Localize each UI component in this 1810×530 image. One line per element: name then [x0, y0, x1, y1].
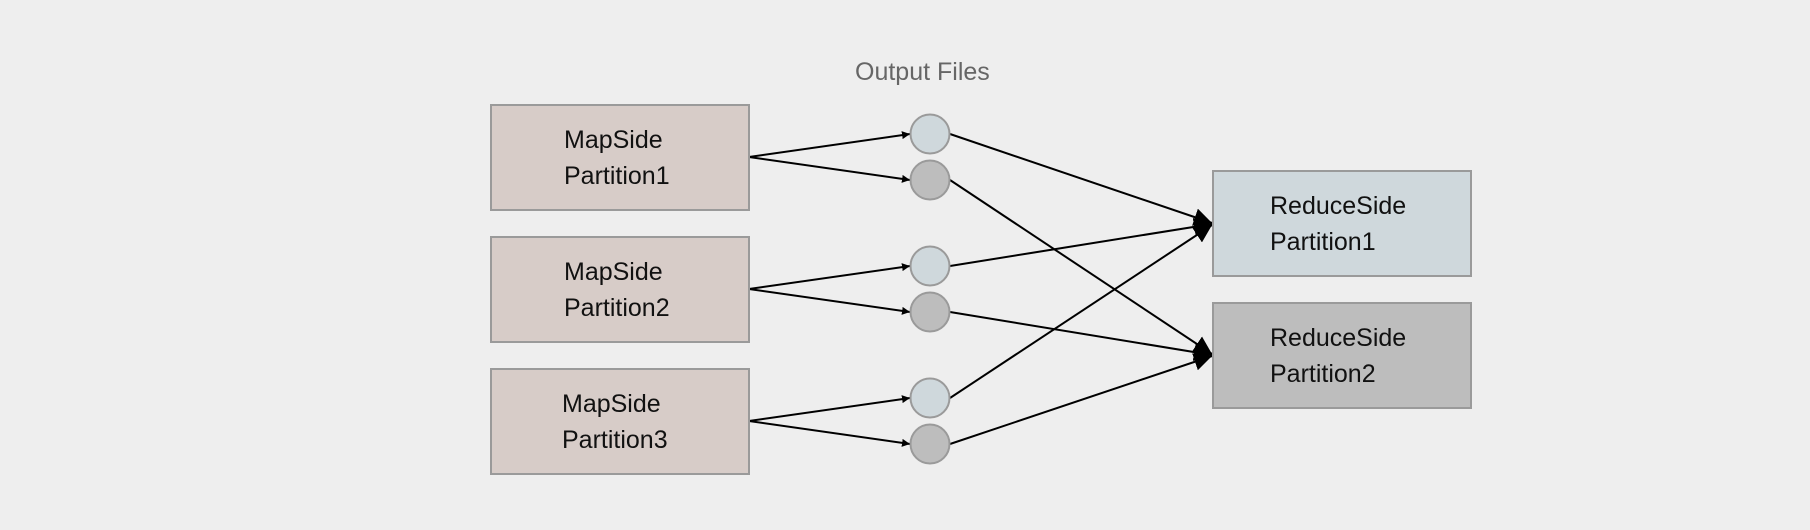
map-partition-3-line1: MapSide: [562, 390, 661, 418]
output-file-2: [909, 159, 951, 201]
edge-file3-reduce1: [949, 217, 1213, 267]
reduce-partition-1-line2: Partition1: [1270, 228, 1376, 256]
map-partition-1-line1: MapSide: [564, 126, 663, 154]
map-partition-1-line2: Partition1: [564, 162, 670, 190]
edge-file4-reduce2: [949, 311, 1213, 361]
output-file-4: [909, 291, 951, 333]
map-partition-3-line2: Partition3: [562, 426, 668, 454]
reduce-partition-2: [1212, 302, 1472, 409]
edge-file2-reduce2: [949, 179, 1213, 355]
map-partition-2-line2: Partition2: [564, 294, 670, 322]
map-partition-1: [490, 104, 750, 211]
output-file-3: [909, 245, 951, 287]
reduce-partition-2-line2: Partition2: [1270, 360, 1376, 388]
output-file-6: [909, 423, 951, 465]
map-partition-1-label: MapSide Partition1: [564, 122, 670, 194]
edge-file5-reduce1: [949, 224, 1213, 399]
output-file-1: [909, 113, 951, 155]
edge-map1-file1: [748, 131, 911, 158]
reduce-partition-1-label: ReduceSide Partition1: [1270, 188, 1406, 260]
edge-map2-file4: [748, 288, 911, 315]
output-files-title: Output Files: [855, 58, 990, 86]
output-file-5: [909, 377, 951, 419]
map-partition-2-label: MapSide Partition2: [564, 254, 670, 326]
edge-map3-file5: [748, 395, 911, 422]
map-partition-3: [490, 368, 750, 475]
map-partition-3-label: MapSide Partition3: [562, 386, 668, 458]
edge-file6-reduce2: [949, 353, 1213, 445]
map-partition-2: [490, 236, 750, 343]
edge-map2-file3: [748, 263, 911, 290]
reduce-partition-1: [1212, 170, 1472, 277]
reduce-partition-1-line1: ReduceSide: [1270, 192, 1407, 220]
edge-file1-reduce1: [949, 133, 1213, 226]
edge-map1-file2: [748, 156, 911, 183]
reduce-partition-2-line1: ReduceSide: [1270, 324, 1407, 352]
edge-map3-file6: [748, 420, 911, 447]
map-partition-2-line1: MapSide: [564, 258, 663, 286]
reduce-partition-2-label: ReduceSide Partition2: [1270, 320, 1406, 392]
